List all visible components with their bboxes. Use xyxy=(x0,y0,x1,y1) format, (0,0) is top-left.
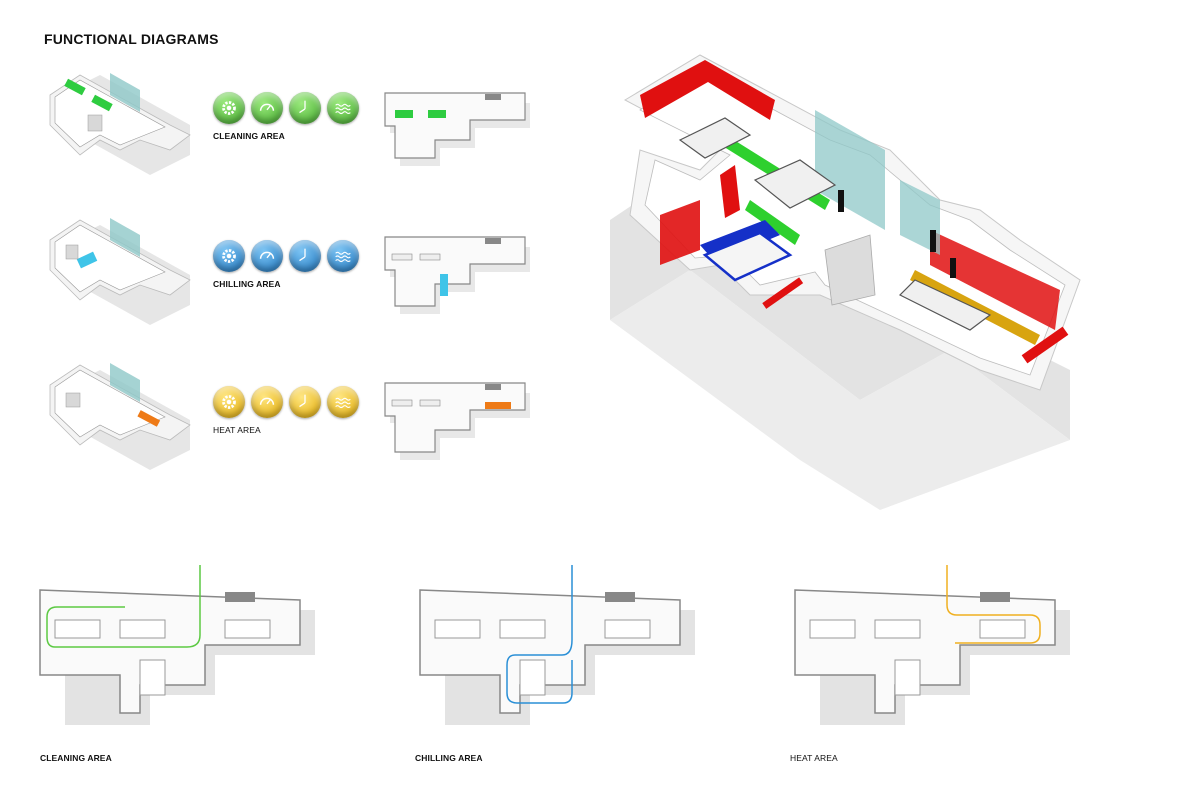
clock-icon[interactable] xyxy=(289,386,321,418)
chilling-plan-small xyxy=(384,236,530,314)
waves-icon[interactable] xyxy=(327,92,359,124)
bottom-label-cleaning: CLEANING AREA xyxy=(40,753,112,763)
heat-iso-model xyxy=(49,363,191,470)
gear-icon[interactable] xyxy=(213,92,245,124)
bottom-plan-cleaning xyxy=(39,565,315,725)
row-label-heat: HEAT AREA xyxy=(213,425,261,435)
cleaning-icon-row xyxy=(213,92,359,124)
heat-icon-row xyxy=(213,386,359,418)
dial-icon[interactable] xyxy=(251,92,283,124)
chilling-icon-row xyxy=(213,240,359,272)
gear-icon[interactable] xyxy=(213,240,245,272)
bottom-plan-heat xyxy=(794,565,1070,725)
bottom-plan-chilling xyxy=(419,565,695,725)
cleaning-iso-model xyxy=(49,73,191,175)
waves-icon[interactable] xyxy=(327,386,359,418)
gear-icon[interactable] xyxy=(213,386,245,418)
bottom-label-heat: HEAT AREA xyxy=(790,753,838,763)
bottom-label-chilling: CHILLING AREA xyxy=(415,753,483,763)
waves-icon[interactable] xyxy=(327,240,359,272)
row-label-cleaning: CLEANING AREA xyxy=(213,131,285,141)
main-iso-render xyxy=(610,54,1081,510)
row-label-chilling: CHILLING AREA xyxy=(213,279,281,289)
cleaning-plan-small xyxy=(384,92,530,166)
clock-icon[interactable] xyxy=(289,92,321,124)
page-title: FUNCTIONAL DIAGRAMS xyxy=(44,31,219,47)
dial-icon[interactable] xyxy=(251,386,283,418)
dial-icon[interactable] xyxy=(251,240,283,272)
chilling-iso-model xyxy=(49,218,191,325)
clock-icon[interactable] xyxy=(289,240,321,272)
heat-plan-small xyxy=(384,382,530,460)
